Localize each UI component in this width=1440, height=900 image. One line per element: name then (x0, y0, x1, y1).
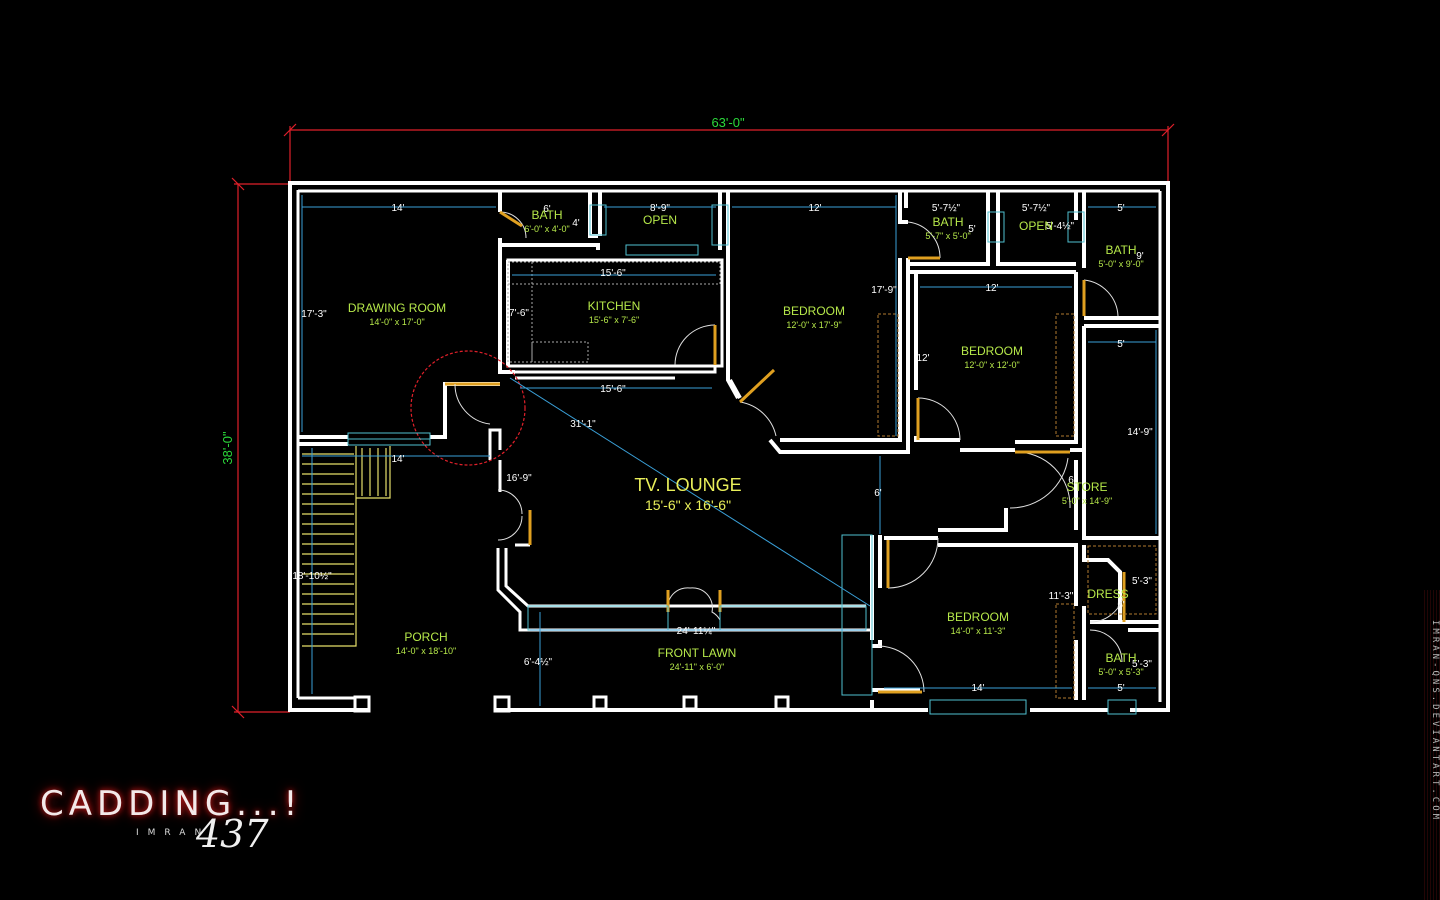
dim-kitchen-bottom: 15'-6" (600, 384, 626, 395)
dim-bedroom3-depth: 11'-3" (1049, 591, 1074, 602)
room-size: 5'-0" x 14'-9" (1062, 496, 1112, 506)
room-size: 24'-11" x 6'-0" (670, 662, 725, 672)
dim-porch-top: 14' (391, 454, 404, 465)
room-name: BATH (1105, 651, 1136, 665)
tv-lounge-title: TV. LOUNGE (634, 475, 741, 495)
entrance-marker (410, 350, 526, 466)
room-name: BEDROOM (783, 304, 845, 318)
dim-bath2-width: 5'-7½" (932, 203, 961, 214)
tv-lounge-size: 15'-6" x 16'-6" (645, 497, 731, 513)
room-size: 14'-0" x 17'-0" (369, 317, 424, 327)
dim-kitchen-top: 15'-6" (600, 268, 626, 279)
room-name: BATH (531, 208, 562, 222)
edge-decoration (1424, 590, 1440, 900)
dim-bedroom1-depth: 17'-9" (871, 285, 897, 296)
room-name: STORE (1066, 480, 1107, 494)
dim-corridor: 6' (874, 488, 882, 499)
room-labels: DRAWING ROOM 14'-0" x 17'-0" BATH 6'-0" x 4… (348, 208, 1144, 677)
dim-bedroom2-width: 12' (985, 283, 998, 294)
staircase (302, 446, 391, 647)
dim-porch-left: 18'-10½" (292, 571, 332, 582)
dim-bath3-width: 5' (1117, 203, 1125, 214)
room-size: 6'-0" x 4'-0" (524, 224, 569, 234)
windows (347, 204, 1137, 715)
room-name: OPEN (643, 213, 677, 227)
brand-signature: 437 (196, 812, 269, 856)
dim-open2-width: 5'-7½" (1022, 203, 1051, 214)
room-name: BATH (932, 215, 963, 229)
dim-lawn-depth: 6'-4½" (524, 657, 553, 668)
dim-bedroom3-width: 14' (971, 683, 984, 694)
dim-drawing-depth: 17'-3" (301, 309, 327, 320)
dimension-lines (301, 195, 1157, 706)
dim-diagonal: 31'-1" (570, 419, 596, 430)
dim-bath1-width: 6' (543, 204, 551, 215)
dim-lawn-width: 24'-11¼" (677, 625, 716, 637)
doors (445, 210, 1126, 694)
room-size: 15'-6" x 7'-6" (589, 315, 639, 325)
room-size: 12'-0" x 12'-0" (964, 360, 1019, 370)
dim-bath3-depth: 9' (1136, 251, 1144, 262)
dim-bath4-depth: 5'-3" (1132, 659, 1152, 670)
dim-bath2-depth: 5' (968, 224, 976, 235)
room-name: PORCH (404, 630, 447, 644)
overall-width-label: 63'-0" (711, 115, 745, 130)
room-size: 14'-0" x 11'-3" (951, 626, 1006, 636)
room-name: FRONT LAWN (658, 646, 737, 660)
watermark: IMRAN-QNS.DEVIANTART.COM (1430, 620, 1440, 823)
room-name: KITCHEN (588, 299, 641, 313)
dim-kitchen-depth: 7'-6" (509, 308, 529, 319)
dim-bath1-depth: 4' (572, 218, 580, 229)
room-name: BEDROOM (947, 610, 1009, 624)
dim-dress-width: 5' (1117, 600, 1125, 611)
room-name: DRESS (1087, 587, 1128, 601)
room-name: DRAWING ROOM (348, 301, 446, 315)
dim-store-depth: 14'-9" (1127, 427, 1153, 438)
dim-bedroom2-depth: 12' (916, 353, 929, 364)
room-size: 14'-0" x 18'-10" (396, 646, 456, 656)
cabinets (507, 261, 1157, 699)
dimension-labels: 14' 6' 4' 8'-9" 12' 5'-7½" 5' 5'-7½" 5'-… (292, 203, 1153, 694)
overall-dimension-lines (231, 123, 1175, 719)
dim-store-inner: 6' (1068, 475, 1076, 486)
brand-logo: CADDING...! (40, 784, 303, 824)
room-size: 12'-0" x 17'-9" (786, 320, 841, 330)
dim-open1-width: 8'-9" (650, 203, 670, 214)
room-size: 5'-0" x 9'-0" (1098, 259, 1143, 269)
brand-author: IMRAN (136, 828, 211, 838)
dim-bath4-width: 5' (1117, 683, 1125, 694)
room-name: OPEN (1019, 219, 1053, 233)
room-size: 5'-0" x 5'-3" (1098, 667, 1143, 677)
room-name: BEDROOM (961, 344, 1023, 358)
overall-depth-label: 38'-0" (220, 431, 235, 465)
dim-store-width: 5' (1117, 339, 1125, 350)
dim-bedroom1-width: 12' (808, 203, 821, 214)
dim-dress-depth: 5'-3" (1132, 576, 1152, 587)
room-name: BATH (1105, 243, 1136, 257)
room-size: 5'-7" x 5'-0" (925, 231, 970, 241)
dim-lounge-left: 16'-9" (506, 473, 532, 484)
dim-drawing-width: 14' (391, 203, 404, 214)
dim-open2-depth: 5'-4½" (1046, 221, 1075, 232)
